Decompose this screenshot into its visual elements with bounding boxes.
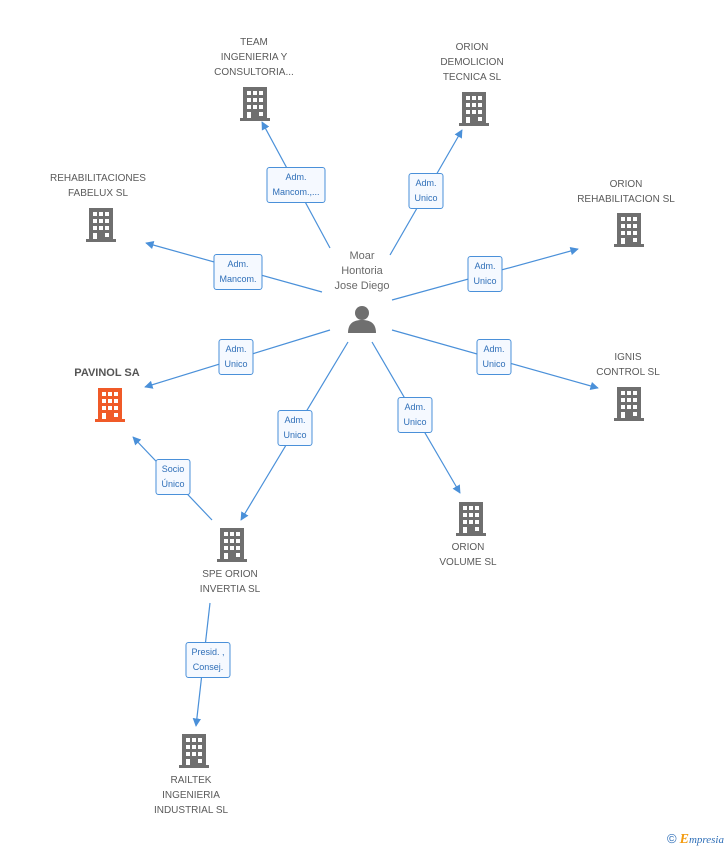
brand-logo-letter: E <box>679 832 689 847</box>
brand-logo-text: mpresia <box>688 834 724 846</box>
building-icon-orion-rehabilitacion <box>614 213 644 247</box>
node-label-rehabilitaciones[interactable]: REHABILITACIONES FABELUX SL <box>50 173 146 199</box>
building-icon-spe-orion <box>217 528 247 562</box>
node-label-railtek[interactable]: RAILTEK INGENIERIA INDUSTRIAL SL <box>153 775 229 816</box>
node-label-team[interactable]: TEAM INGENIERIA Y CONSULTORIA... <box>214 37 294 78</box>
edge-label-spe-railtek: Presid. , Consej. <box>185 642 231 678</box>
edge-label-ignis: Adm. Unico <box>476 339 512 375</box>
node-label-spe-orion[interactable]: SPE ORION INVERTIA SL <box>199 569 261 595</box>
edge-label-orion-demolicion: Adm. Unico <box>408 173 444 209</box>
edge-label-orion-rehabilitacion: Adm. Unico <box>467 256 503 292</box>
edge-label-pavinol: Adm. Unico <box>218 339 254 375</box>
building-icon-team <box>240 87 270 121</box>
person-label: Moar Hontoria Jose Diego <box>334 250 390 292</box>
building-icon-rehabilitaciones <box>86 208 116 242</box>
node-label-pavinol[interactable]: PAVINOL SA <box>74 367 140 379</box>
node-label-ignis[interactable]: IGNIS CONTROL SL <box>596 352 660 378</box>
edge-label-spe-orion: Adm. Unico <box>277 410 313 446</box>
building-icon-pavinol <box>95 388 125 422</box>
edge-label-team: Adm. Mancom.,... <box>266 167 326 203</box>
person-icon <box>348 306 376 333</box>
node-label-orion-demolicion[interactable]: ORION DEMOLICION TECNICA SL <box>440 42 504 83</box>
node-label-orion-volume[interactable]: ORION VOLUME SL <box>439 542 497 568</box>
edge-label-rehabilitaciones: Adm. Mancom. <box>213 254 263 290</box>
building-icon-orion-volume <box>456 502 486 536</box>
node-label-orion-rehabilitacion[interactable]: ORION REHABILITACION SL <box>577 179 675 205</box>
edge-label-orion-volume: Adm. Unico <box>397 397 433 433</box>
copyright-symbol: © <box>666 831 677 846</box>
building-icon-railtek <box>179 734 209 768</box>
building-icon-ignis <box>614 387 644 421</box>
edge-label-spe-pavinol: Socio Único <box>155 459 191 495</box>
brand-footer: © Empresia <box>667 831 724 848</box>
building-icon-orion-demolicion <box>459 92 489 126</box>
